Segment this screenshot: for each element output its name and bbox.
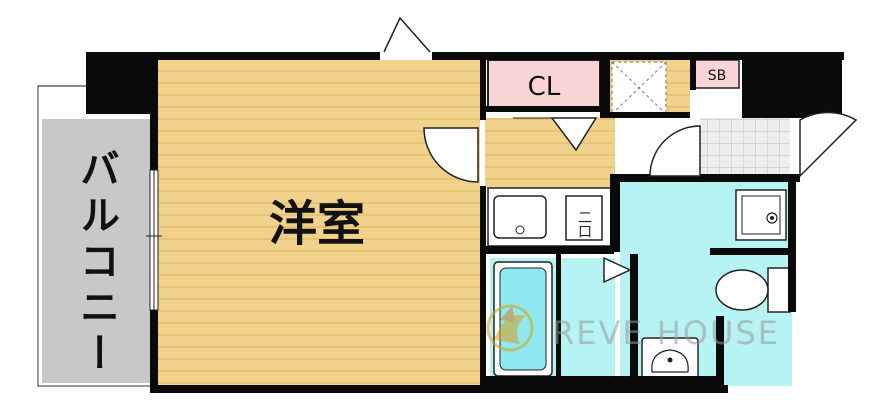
- kitchen-floor: [485, 118, 615, 188]
- sink-drain-icon: [515, 225, 525, 235]
- brand-logo-icon: [486, 304, 534, 352]
- top-door: [380, 16, 432, 60]
- door-swings: [423, 111, 858, 284]
- entrance-tiles: [700, 118, 790, 180]
- balcony-window: [146, 169, 162, 311]
- storage-box: [611, 61, 667, 115]
- western-room-floor: [158, 60, 480, 390]
- balcony-label: バルコニー: [73, 148, 119, 378]
- shoe-box-label: SB: [708, 68, 727, 84]
- balcony: [37, 85, 153, 387]
- stove-label: 二口: [576, 210, 592, 238]
- sink: [493, 195, 547, 239]
- closet-label: CL: [528, 72, 561, 102]
- bathtub: [493, 261, 553, 377]
- kitchen-counter: 二口: [487, 187, 613, 247]
- washing-machine-space: [735, 189, 787, 241]
- drain-icon: [766, 212, 778, 224]
- western-room-label: 洋室: [269, 196, 365, 252]
- toilet: [715, 267, 791, 313]
- watermark-brand: REVE HOUSE: [552, 314, 780, 352]
- wash-basin: [641, 337, 699, 383]
- stove: [565, 195, 603, 241]
- watermark: REVE HOUSE: [486, 304, 780, 352]
